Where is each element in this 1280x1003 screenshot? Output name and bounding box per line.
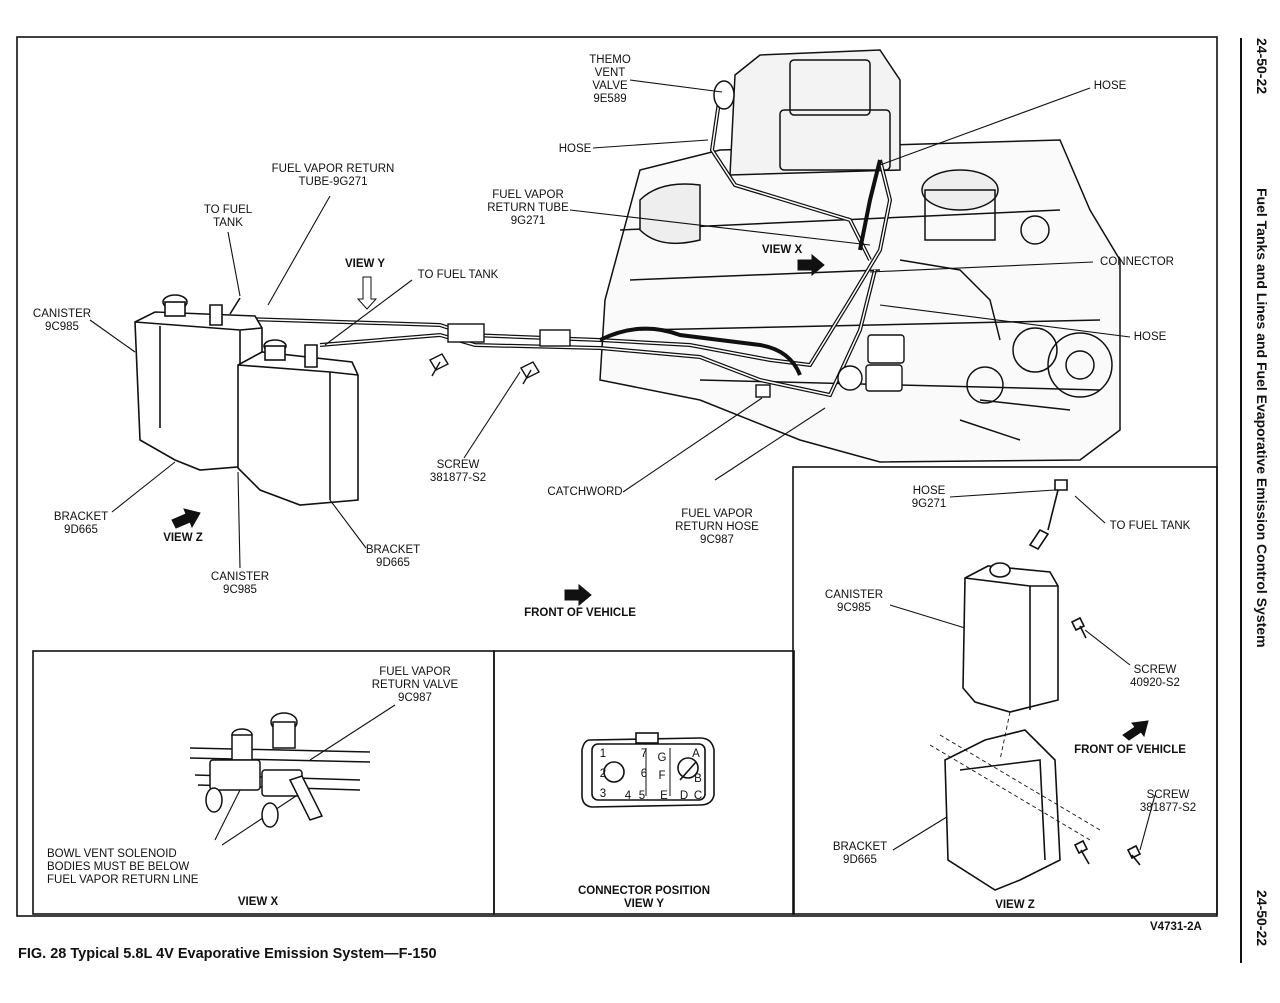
- connector-pin-c: C: [693, 790, 703, 802]
- side-title: Fuel Tanks and Lines and Fuel Evaporativ…: [1254, 188, 1270, 648]
- label-fuel-vapor-return-tube-mid: FUEL VAPOR RETURN TUBE 9G271: [487, 189, 569, 227]
- viewz-label-front-of-vehicle: FRONT OF VEHICLE: [1074, 744, 1186, 756]
- viewz-label-canister: CANISTER 9C985: [824, 589, 884, 614]
- view-z-arrow: [171, 508, 201, 529]
- label-view-x: VIEW X: [761, 244, 803, 256]
- viewz-label-screw-2: SCREW 381877-S2: [1139, 789, 1197, 814]
- connector-pin-b: B: [694, 773, 702, 785]
- page-number-bottom: 24-50-22: [1254, 890, 1270, 947]
- label-themo-vent-valve: THEMO VENT VALVE 9E589: [589, 54, 631, 105]
- connector-pin-3: 3: [599, 788, 607, 800]
- connector-pin-g: G: [657, 752, 667, 764]
- viewz-title: VIEW Z: [995, 899, 1035, 911]
- label-view-y: VIEW Y: [344, 258, 386, 270]
- viewz-label-hose: HOSE 9G271: [911, 485, 947, 510]
- view-y-connector-art: [581, 732, 715, 808]
- viewx-label-valve: FUEL VAPOR RETURN VALVE 9C987: [371, 666, 459, 704]
- engine-illustration: [599, 49, 1121, 463]
- label-view-z: VIEW Z: [163, 532, 203, 544]
- connector-pin-f: F: [658, 770, 666, 782]
- view-x-valve-art: [189, 712, 371, 828]
- label-canister-left: CANISTER 9C985: [32, 308, 92, 333]
- viewz-label-bracket: BRACKET 9D665: [832, 841, 888, 866]
- view-z-art: [944, 479, 1142, 891]
- label-fuel-vapor-return-tube-top: FUEL VAPOR RETURN TUBE-9G271: [271, 163, 395, 188]
- label-catchword: CATCHWORD: [547, 486, 623, 498]
- front-of-vehicle-arrow: [564, 583, 592, 607]
- viewx-note: BOWL VENT SOLENOID BODIES MUST BE BELOW …: [47, 848, 199, 886]
- viewx-title: VIEW X: [237, 896, 279, 908]
- figure-caption: FIG. 28 Typical 5.8L 4V Evaporative Emis…: [18, 946, 437, 962]
- leader-lines: [89, 79, 1156, 851]
- label-hose-right: HOSE: [1133, 331, 1167, 343]
- connector-pin-5: 5: [638, 790, 646, 802]
- connector-pin-7: 7: [640, 748, 648, 760]
- connector-pin-e: E: [660, 790, 668, 802]
- screws-main: [429, 353, 540, 385]
- view-z-guidelines: [929, 711, 1101, 841]
- view-y-arrow: [356, 276, 378, 310]
- connector: [837, 334, 905, 392]
- label-to-fuel-tank-1: TO FUEL TANK: [203, 204, 253, 229]
- label-connector: CONNECTOR: [1100, 256, 1174, 268]
- label-canister-bottom: CANISTER 9C985: [210, 571, 270, 596]
- canister-right: [237, 339, 359, 506]
- viewz-label-screw-1: SCREW 40920-S2: [1130, 664, 1180, 689]
- viewy-title: CONNECTOR POSITION VIEW Y: [577, 885, 711, 910]
- connector-pin-d: D: [679, 790, 689, 802]
- label-front-of-vehicle: FRONT OF VEHICLE: [524, 607, 636, 619]
- label-to-fuel-tank-2: TO FUEL TANK: [417, 269, 499, 281]
- side-rule: [1240, 38, 1242, 963]
- viewz-label-to-fuel-tank: TO FUEL TANK: [1109, 520, 1191, 532]
- label-hose-top-left: HOSE: [558, 143, 592, 155]
- view-y-panel-frame: [493, 650, 795, 915]
- view-z-panel-frame: [792, 466, 1218, 915]
- connector-pin-6: 6: [640, 768, 648, 780]
- connector-pin-4: 4: [624, 790, 632, 802]
- front-of-vehicle-arrow-z: [1122, 720, 1149, 741]
- label-fuel-vapor-return-hose: FUEL VAPOR RETURN HOSE 9C987: [675, 508, 759, 546]
- page-number-top: 24-50-22: [1254, 38, 1270, 95]
- arrows: [171, 253, 1149, 741]
- fuel-vapor-return-tube: [214, 94, 893, 398]
- label-bracket-left: BRACKET 9D665: [53, 511, 109, 536]
- themo-vent-valve: [713, 80, 735, 110]
- label-screw-mid: SCREW 381877-S2: [429, 459, 487, 484]
- catchword-clip: [447, 323, 771, 398]
- connector-pin-2: 2: [599, 768, 607, 780]
- connector-pin-a: A: [692, 748, 700, 760]
- connector-pin-1: 1: [599, 748, 607, 760]
- view-x-arrow: [797, 253, 825, 277]
- label-bracket-mid: BRACKET 9D665: [365, 544, 421, 569]
- figure-ref: V4731-2A: [1150, 921, 1202, 933]
- label-hose-top-right: HOSE: [1093, 80, 1127, 92]
